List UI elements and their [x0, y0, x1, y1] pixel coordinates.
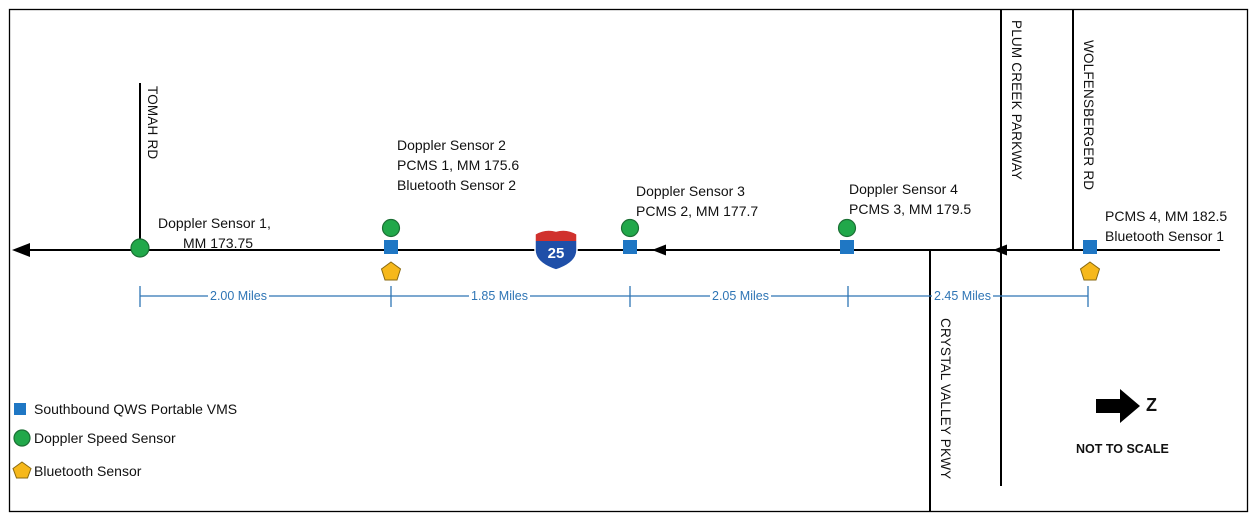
- diagram-frame: [8, 8, 1249, 513]
- legend-label-vms: Southbound QWS Portable VMS: [34, 401, 238, 417]
- sensor-5-label: PCMS 4, MM 182.5 Bluetooth Sensor 1: [1105, 206, 1227, 246]
- sensor-3-label: Doppler Sensor 3 PCMS 2, MM 177.7: [636, 181, 758, 221]
- legend-circle-icon: [13, 429, 31, 447]
- crystal-valley-label: CRYSTAL VALLEY PKWY: [938, 318, 953, 480]
- pcms-3-icon: [840, 240, 854, 254]
- legend-item-doppler: Doppler Speed Sensor: [34, 428, 176, 448]
- legend-item-bluetooth: Bluetooth Sensor: [34, 461, 141, 481]
- legend-item-vms: Southbound QWS Portable VMS: [34, 399, 237, 419]
- scale-note: NOT TO SCALE: [1076, 442, 1169, 456]
- wolfensberger-label: WOLFENSBERGER RD: [1081, 40, 1096, 191]
- doppler-sensor-3-icon: [620, 218, 640, 238]
- shield-number: 25: [548, 245, 565, 262]
- sensor-1-line-2: MM 173.75: [183, 235, 254, 251]
- doppler-sensor-4-icon: [837, 218, 857, 238]
- sensor-4-line-1: Doppler Sensor 4: [849, 181, 958, 197]
- legend-square-icon: [14, 403, 26, 415]
- north-arrow-icon: [1096, 389, 1140, 423]
- distance-label-1: 2.00 Miles: [208, 289, 269, 303]
- sensor-1-line-1: Doppler Sensor 1,: [158, 215, 271, 231]
- sensor-1-label: Doppler Sensor 1, MM 173.75: [158, 213, 271, 253]
- i25-east-arrow: [993, 244, 1007, 256]
- sensor-2-line-3: Bluetooth Sensor 2: [397, 177, 517, 193]
- sensor-5-line-1: PCMS 4, MM 182.5: [1105, 208, 1228, 224]
- legend-pentagon-icon: [12, 461, 32, 479]
- interstate-25-shield-icon: 25: [534, 229, 578, 271]
- legend-label-doppler: Doppler Speed Sensor: [34, 430, 176, 446]
- tomah-rd-label: TOMAH RD: [145, 86, 160, 160]
- sensor-2-label: Doppler Sensor 2 PCMS 1, MM 175.6 Blueto…: [397, 135, 519, 195]
- sensor-4-label: Doppler Sensor 4 PCMS 3, MM 179.5: [849, 179, 971, 219]
- distance-label-2: 1.85 Miles: [469, 289, 530, 303]
- i25-direction-arrow: [12, 243, 30, 257]
- bluetooth-sensor-2-icon: [380, 261, 402, 281]
- sensor-2-line-2: PCMS 1, MM 175.6: [397, 157, 520, 173]
- north-label: Z: [1146, 395, 1157, 415]
- legend-label-bluetooth: Bluetooth Sensor: [34, 463, 142, 479]
- sensor-3-line-2: PCMS 2, MM 177.7: [636, 203, 759, 219]
- doppler-sensor-1-icon: [130, 238, 150, 258]
- pcms-2-icon: [623, 240, 637, 254]
- plum-creek-label: PLUM CREEK PARKWAY: [1009, 20, 1024, 181]
- distance-label-4: 2.45 Miles: [932, 289, 993, 303]
- pcms-1-icon: [384, 240, 398, 254]
- i25-mid-arrow: [652, 244, 666, 256]
- sensor-2-line-1: Doppler Sensor 2: [397, 137, 506, 153]
- distance-label-3: 2.05 Miles: [710, 289, 771, 303]
- bluetooth-sensor-1-icon: [1079, 261, 1101, 281]
- sensor-4-line-2: PCMS 3, MM 179.5: [849, 201, 972, 217]
- distance-dimensions: [139, 286, 1089, 307]
- sensor-3-line-1: Doppler Sensor 3: [636, 183, 745, 199]
- sensor-5-line-2: Bluetooth Sensor 1: [1105, 228, 1225, 244]
- doppler-sensor-2-icon: [381, 218, 401, 238]
- pcms-4-icon: [1083, 240, 1097, 254]
